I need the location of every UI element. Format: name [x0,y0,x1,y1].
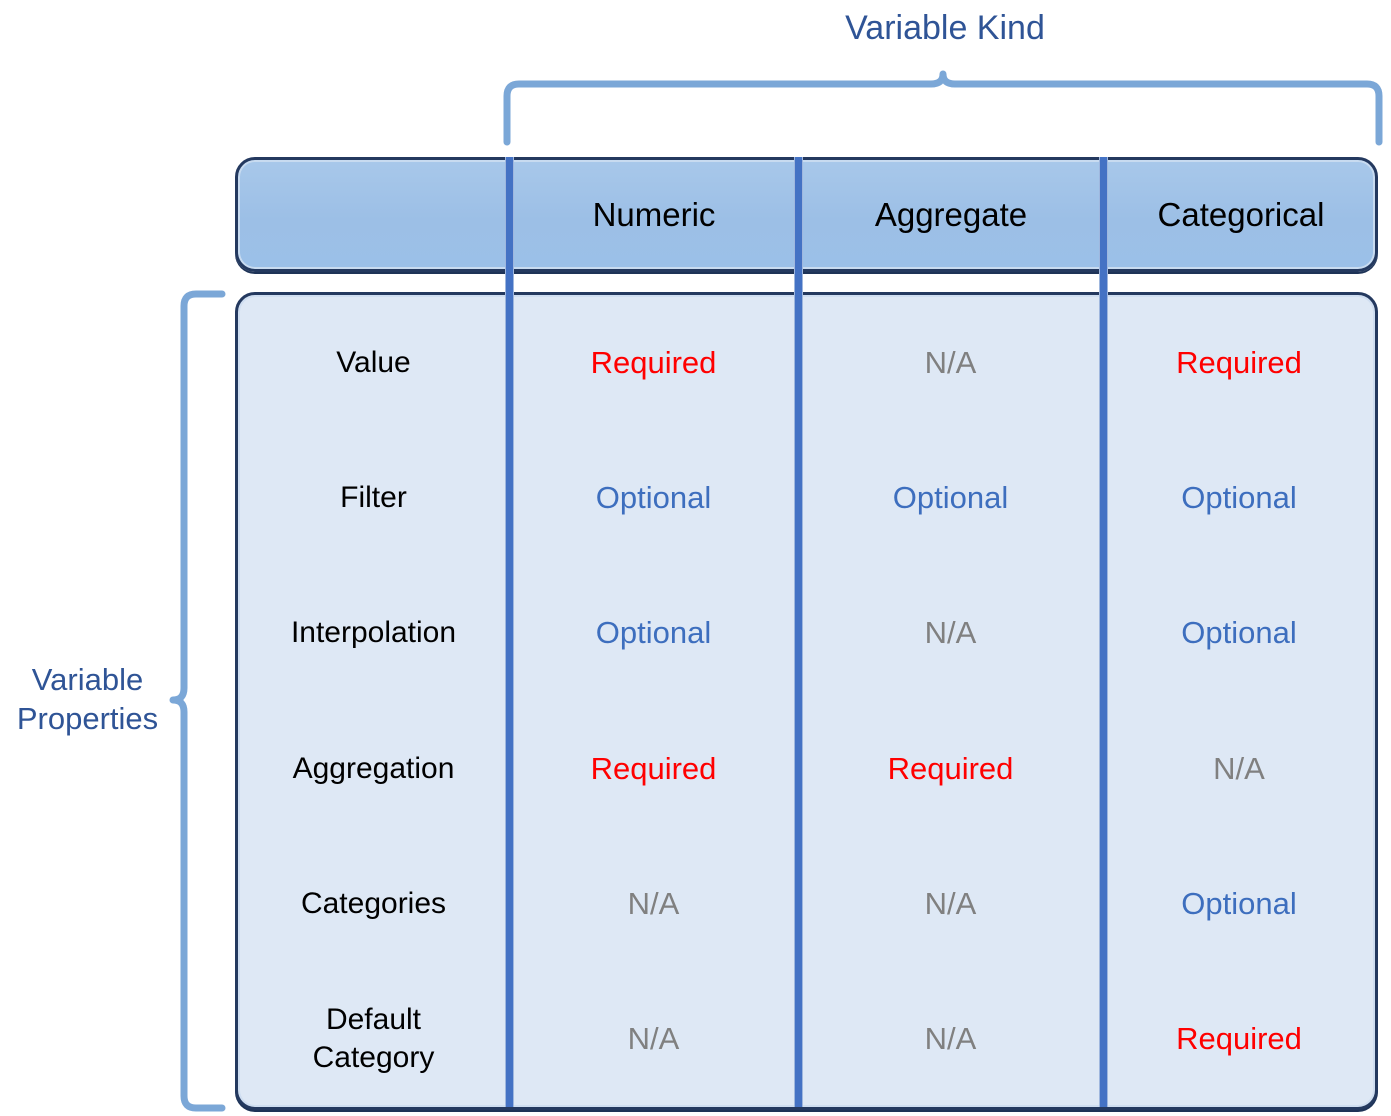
column-header-aggregate: Aggregate [874,195,1028,233]
row-label-default-category: Default Category [238,972,509,1107]
row-label-value: Value [336,345,411,379]
kind-header-panel [235,157,1378,272]
matrix-grid: Value Required N/A Required Filter Optio… [238,295,1375,1107]
column-divider-3 [1100,157,1107,1107]
cell-categories-aggregate: N/A [924,885,977,921]
cell-value-aggregate: N/A [924,344,977,380]
variable-properties-title-line1: Variable [31,662,144,697]
cell-default-category-categorical: Required [1176,1021,1302,1057]
row-label-default-category-line1: Default [325,1003,422,1037]
cell-categories-categorical: Optional [1181,885,1297,921]
row-label-default-category-line2: Category [312,1041,435,1075]
cell-filter-aggregate: Optional [892,479,1009,515]
cell-interpolation-numeric: Optional [595,615,712,651]
variable-kind-title: Variable Kind [845,9,1045,47]
variable-properties-title: Variable Properties [0,660,175,738]
top-brace-icon [503,70,1383,146]
row-label-interpolation: Interpolation [290,616,457,650]
cell-aggregation-aggregate: Required [887,750,1014,786]
cell-filter-numeric: Optional [595,479,712,515]
row-label-filter: Filter [340,480,407,514]
row-label-categories: Categories [300,886,447,920]
cell-interpolation-categorical: Optional [1181,615,1297,651]
cell-interpolation-aggregate: N/A [924,615,977,651]
column-divider-2 [795,157,802,1107]
column-divider-1 [506,157,513,1107]
left-brace-icon [169,290,226,1112]
cell-value-categorical: Required [1176,344,1302,380]
cell-default-category-aggregate: N/A [924,1021,977,1057]
cell-default-category-numeric: N/A [627,1021,680,1057]
cell-filter-categorical: Optional [1181,479,1297,515]
cell-value-numeric: Required [590,344,717,380]
column-header-categorical: Categorical [1157,195,1325,233]
cell-categories-numeric: N/A [627,885,680,921]
cell-aggregation-numeric: Required [590,750,717,786]
variable-properties-title-line2: Properties [16,701,159,736]
column-header-numeric: Numeric [592,195,716,233]
cell-aggregation-categorical: N/A [1213,750,1265,786]
matrix-body-panel [235,292,1378,1110]
row-label-aggregation: Aggregation [292,751,455,785]
